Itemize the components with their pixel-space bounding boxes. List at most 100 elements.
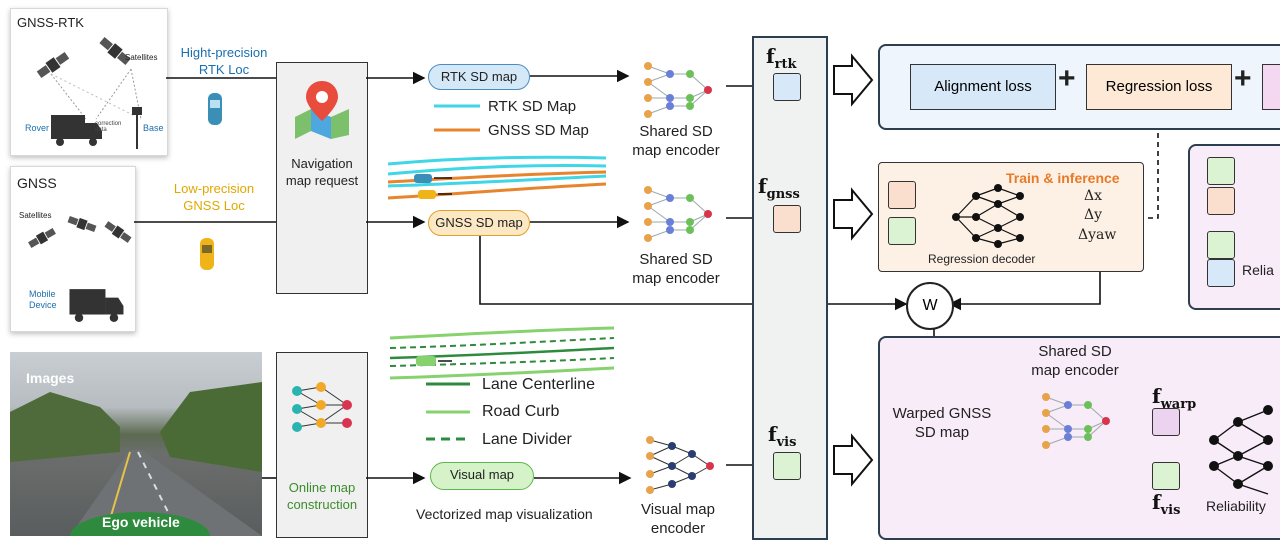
visual-encoder-icon <box>646 436 714 494</box>
warped-gnss-label: Warped GNSS SD map <box>882 404 1002 442</box>
map-pin-icon <box>295 81 349 139</box>
f-vis-bottom-label: fvis <box>1152 490 1180 518</box>
satellite-icon <box>36 51 70 79</box>
mobile-device-label: Mobile Device <box>29 289 57 310</box>
gnss-car-icon <box>200 238 214 270</box>
nav-request-text: Navigation map request <box>277 155 367 189</box>
shared-encoder-icon-2 <box>644 186 712 242</box>
satellite-icon <box>99 37 131 65</box>
legend-rtk-sd-map: RTK SD Map <box>488 98 577 115</box>
f-symbol: f <box>758 174 767 198</box>
shared-encoder-label-1: Shared SD map encoder <box>624 122 728 160</box>
reliability-partial-label: Relia <box>1242 262 1274 278</box>
plus-sign-2: + <box>1234 62 1252 95</box>
warped-line-b: SD map <box>914 424 970 441</box>
reliability-network-icon <box>1209 405 1273 495</box>
online-map-line-2: construction <box>286 497 358 512</box>
f-rtk-square <box>773 73 801 101</box>
bottom-shared-encoder-label: Shared SD map encoder <box>1020 342 1130 380</box>
hollow-arrow-mid <box>833 187 874 241</box>
gnss-satellites-label: Satellites <box>19 211 52 220</box>
ego-vehicle-label: Ego vehicle <box>102 514 180 530</box>
reliability-input-vis-2 <box>1207 231 1235 259</box>
nav-request-line-1: Navigation <box>291 156 353 171</box>
bottom-encoder-line-a: Shared SD <box>1038 343 1112 360</box>
nav-request-line-2: map request <box>285 173 359 188</box>
images-label: Images <box>26 370 75 386</box>
reliability-input-rtk <box>1207 259 1235 287</box>
hollow-arrow-bottom <box>833 433 874 487</box>
f-vis-label: fvis <box>768 422 796 450</box>
hollow-arrow-top <box>833 53 874 107</box>
gnss-rtk-title: GNSS-RTK <box>17 15 84 30</box>
low-precision-label: Low-precision GNSS Loc <box>164 180 264 214</box>
reliability-input-gnss <box>1207 187 1235 215</box>
road-scene <box>10 382 262 536</box>
encoder-2-line-b: map encoder <box>632 270 720 287</box>
plus-sign-1: + <box>1058 62 1076 95</box>
visual-encoder-line-a: Visual map <box>641 501 715 518</box>
bottom-shared-encoder-icon <box>1042 393 1110 449</box>
f-symbol: f <box>1152 490 1161 514</box>
vectorized-caption: Vectorized map visualization <box>416 506 593 522</box>
online-map-line-1: Online map <box>288 480 356 495</box>
legend-road-curb: Road Curb <box>482 403 560 420</box>
gnss-sd-map-pill: GNSS SD map <box>428 210 530 236</box>
visual-map-pill: Visual map <box>430 462 534 490</box>
decoder-network-icon <box>952 184 1024 248</box>
legend-lane-divider: Lane Divider <box>482 431 572 448</box>
vectorized-map-roads <box>389 326 615 380</box>
warped-line-a: Warped GNSS <box>892 405 992 422</box>
sd-map-legend-lines <box>434 104 480 132</box>
base-station-icon <box>132 107 142 149</box>
bottom-encoder-line-b: map encoder <box>1031 362 1119 379</box>
f-symbol: f <box>1152 384 1161 408</box>
sd-map-roads <box>387 155 607 200</box>
regression-loss-box: Regression loss <box>1086 64 1232 110</box>
low-precision-line-2: GNSS Loc <box>183 198 245 213</box>
high-precision-label: Hight-precision RTK Loc <box>172 44 276 78</box>
gnss-title: GNSS <box>17 175 57 191</box>
f-warp-square <box>1152 408 1180 436</box>
navigation-map-request-box: Navigation map request <box>276 62 368 294</box>
high-precision-line-1: Hight-precision <box>180 45 268 60</box>
f-vis-bottom-square <box>1152 462 1180 490</box>
f-vis-square <box>773 452 801 480</box>
f-gnss-label: fgnss <box>758 174 800 202</box>
satellite-icon <box>67 216 97 232</box>
online-map-text: Online map construction <box>277 479 367 513</box>
third-loss-box <box>1262 64 1280 110</box>
base-label: Base <box>143 123 164 133</box>
signal-waves <box>50 69 142 120</box>
shared-encoder-label-2: Shared SD map encoder <box>624 250 728 288</box>
rover-label: Rover <box>25 123 50 133</box>
satellite-icon <box>28 228 56 248</box>
reliability-label: Reliability <box>1206 498 1266 514</box>
delta-y: Δy <box>1084 207 1103 223</box>
regression-decoder-label: Regression decoder <box>928 252 1036 266</box>
warp-node: W <box>906 282 954 330</box>
legend-gnss-sd-map: GNSS SD Map <box>488 122 589 139</box>
rtk-satellites-label: Satellites <box>125 53 158 62</box>
rtk-car-icon <box>208 93 222 125</box>
f-symbol: f <box>768 422 777 446</box>
encoder-1-line-a: Shared SD <box>639 123 713 140</box>
online-map-construction-box: Online map construction <box>276 352 368 538</box>
warp-box <box>878 336 1280 540</box>
f-rtk-label: frtk <box>766 44 796 72</box>
vectorized-legend-lines <box>426 382 470 441</box>
decoder-input-gnss <box>888 181 916 209</box>
delta-x: Δx <box>1084 188 1103 204</box>
truck-icon <box>69 289 124 322</box>
vis-subscript: vis <box>1160 503 1181 518</box>
train-inference-label: Train & inference <box>1006 170 1120 186</box>
f-gnss-square <box>773 205 801 233</box>
satellite-icon <box>104 221 132 243</box>
truck-icon <box>51 115 102 146</box>
visual-encoder-label: Visual map encoder <box>628 500 728 538</box>
low-precision-line-1: Low-precision <box>173 181 255 196</box>
delta-yaw: Δyaw <box>1078 227 1117 243</box>
rtk-sd-map-pill: RTK SD map <box>428 64 530 90</box>
correction-data-label: correction data <box>95 121 122 133</box>
encoder-1-line-b: map encoder <box>632 142 720 159</box>
